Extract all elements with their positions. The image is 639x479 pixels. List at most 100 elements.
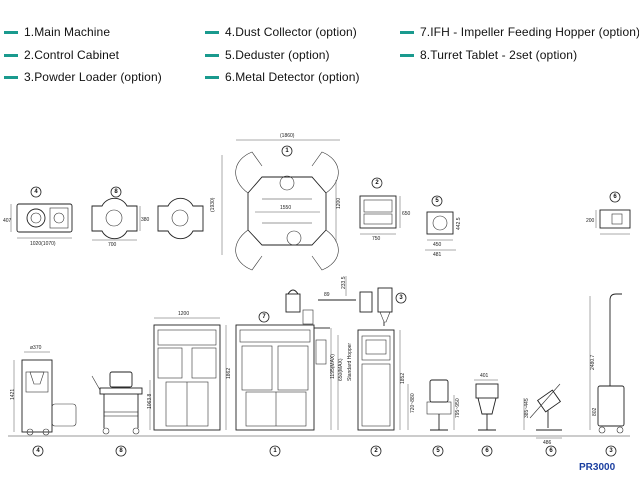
- dim-label: 442.5: [456, 217, 462, 230]
- model-label: PR3000: [579, 462, 616, 473]
- dim-label: 1020(1070): [30, 241, 56, 247]
- dim-label: 1195(MAX): [330, 354, 336, 379]
- metal-detector-plan: 200 6: [586, 191, 631, 235]
- callout-3-front: 3: [605, 445, 617, 457]
- svg-text:4: 4: [36, 448, 40, 454]
- legend-bullet: [205, 30, 219, 34]
- dim-label: 200: [586, 218, 595, 224]
- callout-8-front: 8: [115, 445, 127, 457]
- legend-label: 4.Dust Collector (option): [225, 25, 357, 39]
- svg-text:1: 1: [285, 148, 289, 154]
- legend-item-metal-detector: 6.Metal Detector (option): [205, 69, 360, 85]
- svg-text:4: 4: [34, 189, 38, 195]
- main-machine-side: 1200: [153, 311, 221, 431]
- dim-label: (1860): [280, 133, 295, 139]
- legend-label: 3.Powder Loader (option): [24, 70, 162, 84]
- svg-text:3: 3: [609, 448, 613, 454]
- svg-text:2: 2: [374, 448, 378, 454]
- dim-label: 1200: [336, 198, 342, 209]
- svg-text:6: 6: [485, 448, 489, 454]
- metal-detector-front: 486 385~445 6: [523, 383, 562, 457]
- legend-item-main-machine: 1.Main Machine: [4, 24, 110, 40]
- dim-label: 407: [3, 218, 12, 224]
- dim-label: 89: [324, 292, 330, 298]
- dim-label: 795~950: [455, 398, 461, 418]
- svg-text:7: 7: [262, 314, 266, 320]
- legend-label: 2.Control Cabinet: [24, 48, 120, 62]
- dim-label: Standard Hopper: [347, 343, 353, 381]
- dim-label: 700: [108, 242, 117, 248]
- turret-cart-front: 1063.8 8: [91, 371, 153, 457]
- legend-label: 5.Deduster (option): [225, 48, 330, 62]
- dim-label: 385~445: [524, 398, 530, 418]
- legend-item-deduster: 5.Deduster (option): [205, 47, 330, 63]
- dim-label: 486: [543, 440, 552, 446]
- legend-bullet: [4, 53, 18, 57]
- main-machine-front: 1862 1195(MAX) 650(MAX) Standard Hopper …: [225, 289, 353, 457]
- dim-label: 233.5: [341, 276, 347, 289]
- legend-bullet: [205, 75, 219, 79]
- callout-6-front: 6: [545, 445, 557, 457]
- callout-1: 1: [281, 145, 293, 157]
- legend-item-powder-loader: 3.Powder Loader (option): [4, 69, 162, 85]
- main-machine-plan: (1860) (1930) 1550 1200 1: [210, 133, 342, 271]
- svg-text:1: 1: [273, 448, 277, 454]
- dim-label: 720~880: [410, 393, 416, 413]
- deduster-side: 401 6: [474, 373, 499, 457]
- svg-text:2: 2: [375, 180, 379, 186]
- dim-label: 1421: [10, 389, 16, 400]
- dim-label: 401: [480, 373, 489, 379]
- dim-label: 2480.7: [590, 354, 596, 370]
- legend-bullet: [400, 53, 414, 57]
- legend-bullet: [205, 53, 219, 57]
- control-cabinet-plan: 750 650 2: [359, 177, 411, 242]
- powder-loader-stand: 2480.7 802 3: [589, 293, 625, 457]
- powder-loader: 233.5 89 3: [318, 276, 407, 326]
- legend-item-ifh: 7.IFH - Impeller Feeding Hopper (option): [400, 24, 639, 40]
- svg-text:8: 8: [119, 448, 123, 454]
- svg-text:6: 6: [549, 448, 553, 454]
- legend-item-turret-tablet: 8.Turret Tablet - 2set (option): [400, 47, 577, 63]
- turret-plan: 700 380 8: [91, 186, 204, 248]
- dim-label: ø370: [30, 345, 42, 351]
- dim-label: 1200: [178, 311, 189, 317]
- legend-item-dust-collector: 4.Dust Collector (option): [205, 24, 357, 40]
- callout-6-plan: 6: [609, 191, 621, 203]
- dim-label: 1852: [400, 373, 406, 384]
- legend-label: 6.Metal Detector (option): [225, 70, 360, 84]
- dim-label: 650(MAX): [338, 358, 344, 381]
- svg-text:5: 5: [436, 448, 440, 454]
- callout-4: 4: [30, 186, 42, 198]
- dim-label: 1862: [226, 368, 232, 379]
- legend-label: 7.IFH - Impeller Feeding Hopper (option): [420, 25, 639, 39]
- legend-bullet: [4, 75, 18, 79]
- callout-7: 7: [258, 311, 270, 323]
- control-cabinet-front: 1852 720~880 2: [357, 329, 416, 457]
- deduster-plan: 450 481 442.5 5: [425, 195, 462, 258]
- callout-6: 6: [481, 445, 493, 457]
- dim-label: 450: [433, 242, 442, 248]
- callout-3: 3: [395, 292, 407, 304]
- callout-8: 8: [110, 186, 122, 198]
- dim-label: 481: [433, 252, 442, 258]
- svg-text:8: 8: [114, 189, 118, 195]
- legend-item-control-cabinet: 2.Control Cabinet: [4, 47, 119, 63]
- svg-text:3: 3: [399, 295, 403, 301]
- callout-1-front: 1: [269, 445, 281, 457]
- svg-text:6: 6: [613, 194, 617, 200]
- callout-5-front: 5: [432, 445, 444, 457]
- dim-label: 1550: [280, 205, 291, 211]
- deduster-front: 795~950 5: [426, 379, 461, 457]
- callout-2-front: 2: [370, 445, 382, 457]
- dust-collector-plan: 1020(1070) 407 4: [3, 186, 73, 247]
- svg-text:5: 5: [435, 198, 439, 204]
- legend-label: 1.Main Machine: [24, 25, 111, 39]
- legend-label: 8.Turret Tablet - 2set (option): [420, 48, 578, 62]
- dim-label: (1930): [210, 197, 216, 212]
- dim-label: 750: [372, 236, 381, 242]
- dust-collector-front: ø370 1421 4: [10, 345, 77, 457]
- legend-bullet: [400, 30, 414, 34]
- dim-label: 650: [402, 211, 411, 217]
- callout-5: 5: [431, 195, 443, 207]
